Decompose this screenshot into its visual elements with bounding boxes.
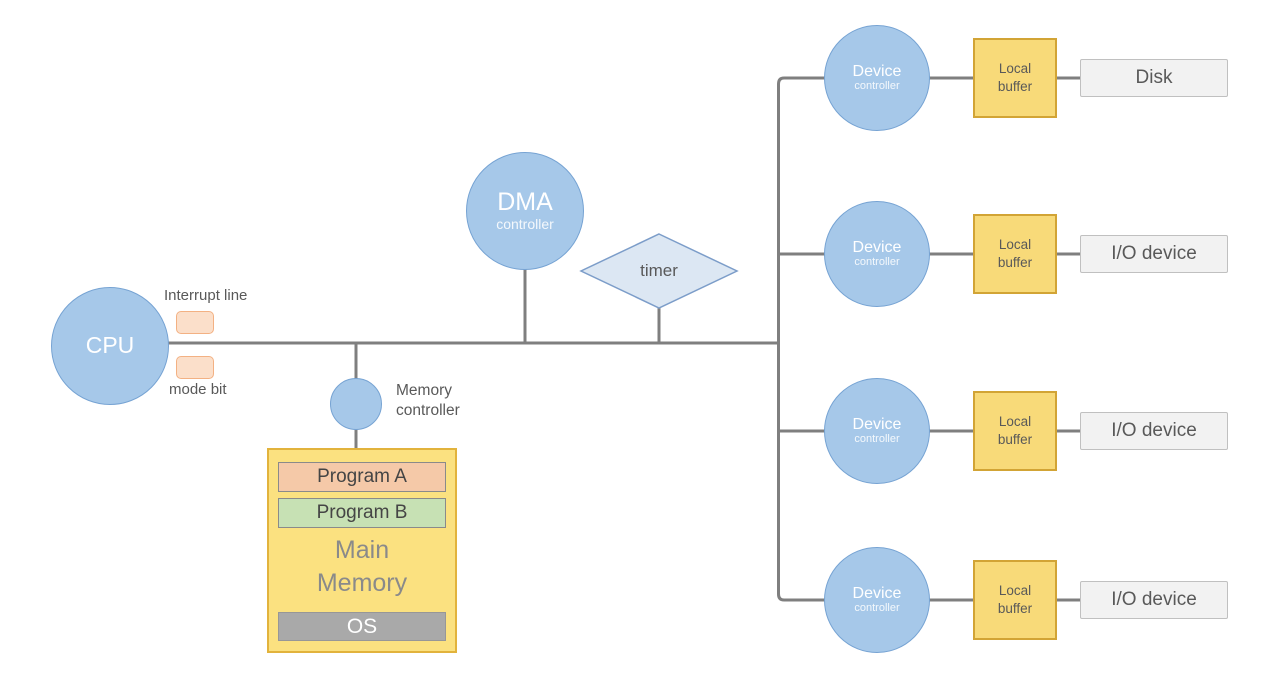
- cpu-label: CPU: [85, 332, 135, 359]
- device-controller-subtitle: controller: [854, 602, 900, 615]
- device-box-io-3: I/O device: [1080, 581, 1228, 619]
- main-memory-title: Main Memory: [316, 536, 408, 597]
- device-box-io-1: I/O device: [1080, 235, 1228, 273]
- device-controller-node-4: Device controller: [824, 547, 930, 653]
- local-buffer-box-3: Local buffer: [973, 391, 1057, 471]
- timer-diamond-shape: [579, 233, 739, 309]
- dma-controller-subtitle: controller: [496, 216, 554, 233]
- local-buffer-box-1: Local buffer: [973, 38, 1057, 118]
- device-controller-title: Device: [852, 238, 902, 256]
- dma-controller-title: DMA: [497, 187, 553, 216]
- memory-controller-label: Memory controller: [396, 382, 460, 419]
- device-controller-node-2: Device controller: [824, 201, 930, 307]
- os-slot: OS: [278, 612, 446, 641]
- device-bus-line: [777, 76, 877, 602]
- device-controller-title: Device: [852, 62, 902, 80]
- device-controller-title: Device: [852, 415, 902, 433]
- program-a-slot: Program A: [278, 462, 446, 492]
- cpu-node: CPU: [51, 287, 169, 405]
- timer-label: timer: [640, 261, 678, 280]
- local-buffer-box-4: Local buffer: [973, 560, 1057, 640]
- memory-controller-node: [330, 378, 382, 430]
- timer-node: timer: [581, 234, 737, 308]
- interrupt-line-flag: [176, 311, 214, 334]
- device-box-io-2: I/O device: [1080, 412, 1228, 450]
- device-controller-subtitle: controller: [854, 80, 900, 93]
- device-controller-subtitle: controller: [854, 433, 900, 446]
- device-controller-node-1: Device controller: [824, 25, 930, 131]
- mode-bit-label: mode bit: [169, 381, 227, 398]
- interrupt-line-label: Interrupt line: [164, 287, 248, 304]
- dma-controller-node: DMA controller: [466, 152, 584, 270]
- program-b-slot: Program B: [278, 498, 446, 528]
- mode-bit-flag: [176, 356, 214, 379]
- main-memory-box: Program A Program B Main Memory OS: [267, 448, 457, 653]
- local-buffer-box-2: Local buffer: [973, 214, 1057, 294]
- device-box-disk: Disk: [1080, 59, 1228, 97]
- device-controller-title: Device: [852, 584, 902, 602]
- device-controller-subtitle: controller: [854, 256, 900, 269]
- device-controller-node-3: Device controller: [824, 378, 930, 484]
